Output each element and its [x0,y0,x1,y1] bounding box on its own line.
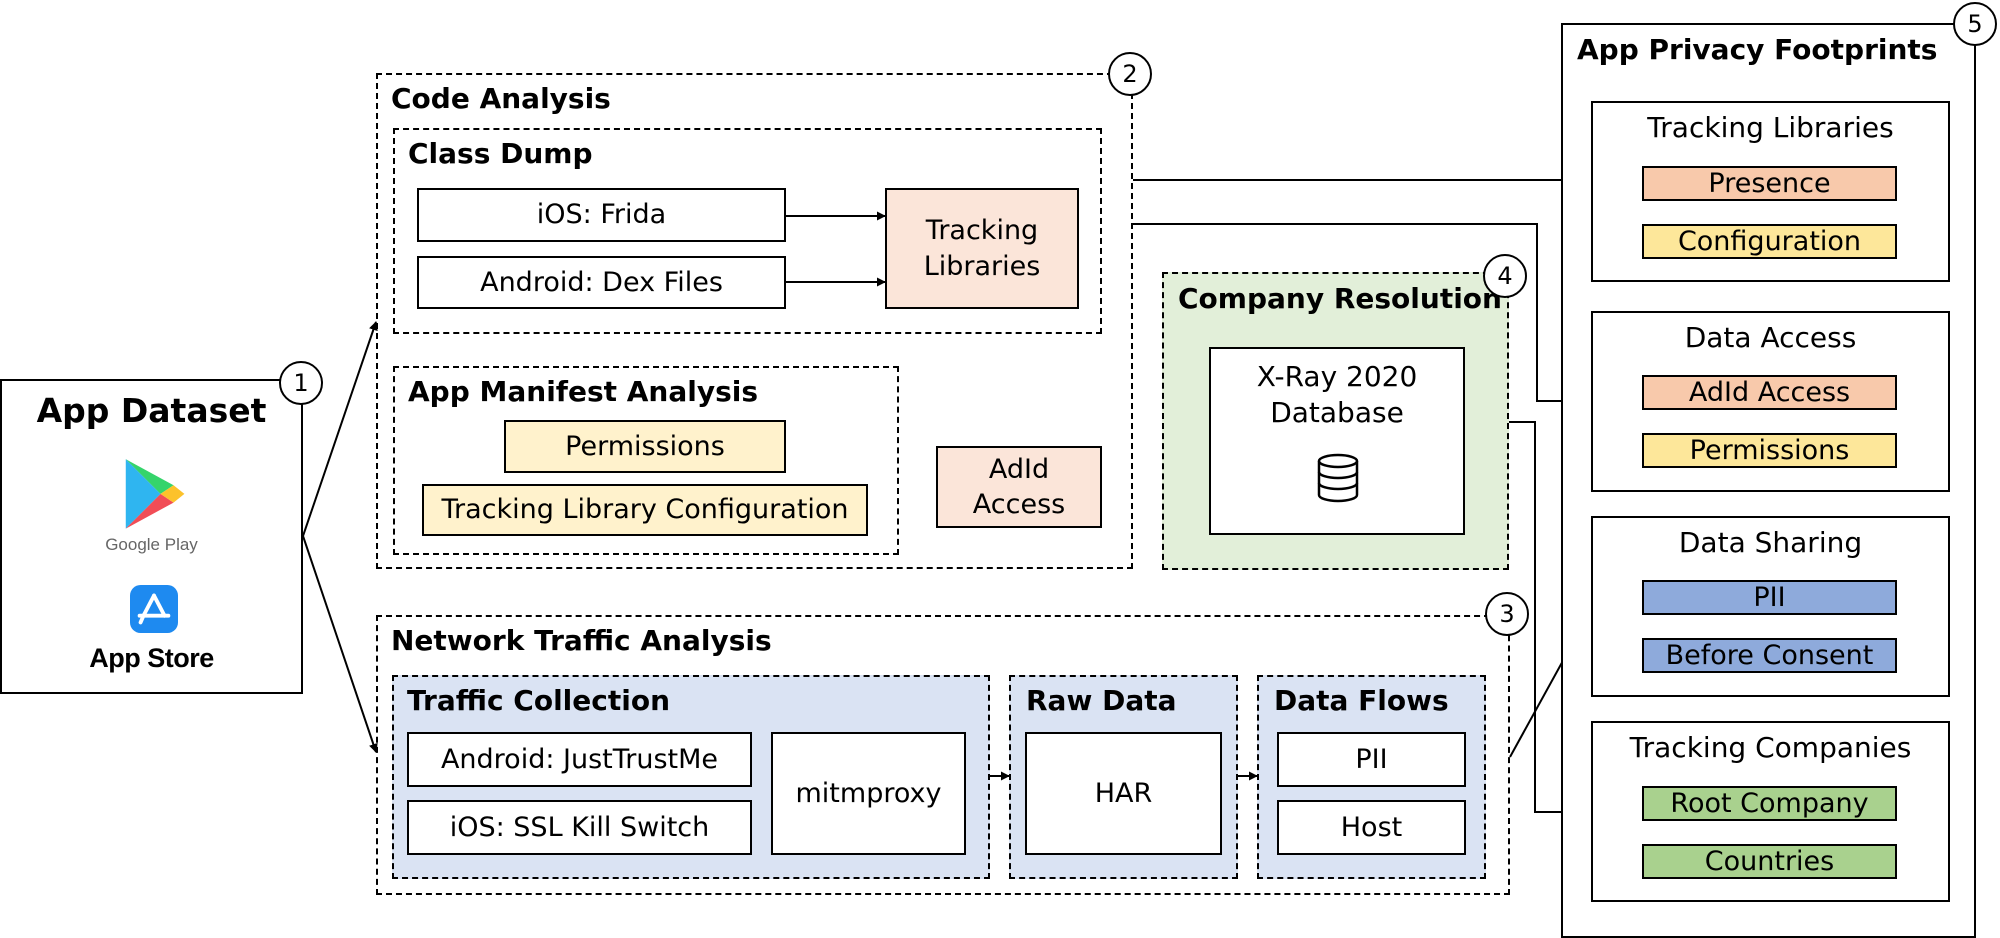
google-play-icon [125,459,185,529]
footprint-item-countries: Countries [1642,844,1897,879]
traffic-collection-title: Traffic Collection [407,684,671,717]
class-dump-box: Class Dump [393,128,1102,334]
adid-access-box: AdId Access [936,446,1102,528]
network-analysis-box: Network Traffic Analysis [376,615,1510,895]
app-store-label: App Store [89,643,214,673]
xray-database-label: X-Ray 2020 Database [1256,360,1418,430]
code-analysis-title: Code Analysis [391,82,611,115]
flows-pii-box: PII [1277,732,1466,787]
app-dataset-box: App Dataset Google Play App Store [0,379,303,694]
footprint-item-configuration: Configuration [1642,224,1897,259]
privacy-footprints-title: App Privacy Footprints [1577,33,1938,66]
data-flows-title: Data Flows [1274,684,1449,717]
har-box: HAR [1025,732,1222,855]
footprint-item-before-consent: Before Consent [1642,638,1897,673]
app-manifest-box: App Manifest Analysis [393,366,899,555]
footprint-group-title: Tracking Companies [1629,731,1912,764]
app-store-icon [130,585,178,633]
footprint-item-root-company: Root Company [1642,786,1897,821]
step-badge-2: 2 [1108,52,1152,96]
footprint-item-presence: Presence [1642,166,1897,201]
app-manifest-title: App Manifest Analysis [408,375,759,408]
google-play-label: Google Play [105,535,198,554]
footprint-group-title: Tracking Libraries [1647,111,1894,144]
raw-data-title: Raw Data [1026,684,1177,717]
footprint-item-pii: PII [1642,580,1897,615]
app-dataset-title: App Dataset [36,391,267,430]
network-analysis-title: Network Traffic Analysis [391,624,772,657]
company-resolution-title: Company Resolution [1178,282,1502,315]
footprint-item-adid-access: AdId Access [1642,375,1897,410]
footprint-group-title: Data Access [1684,321,1857,354]
android-dex-box: Android: Dex Files [417,256,786,309]
mitmproxy-box: mitmproxy [771,732,966,855]
ios-sslkillswitch-box: iOS: SSL Kill Switch [407,800,752,855]
step-badge-5: 5 [1953,2,1997,46]
code-analysis-box: Code Analysis [376,73,1133,569]
class-dump-title: Class Dump [408,137,593,170]
database-icon [1317,453,1359,503]
tracking-libraries-box: Tracking Libraries [885,188,1079,309]
footprint-group-title: Data Sharing [1678,526,1863,559]
arrow-dataset-to-network [302,535,378,753]
step-badge-3: 3 [1485,592,1529,636]
manifest-permissions-box: Permissions [504,420,786,473]
arrow-dataset-to-code-analysis [302,321,378,537]
manifest-config-box: Tracking Library Configuration [422,484,868,536]
ios-frida-box: iOS: Frida [417,188,786,242]
step-badge-4: 4 [1483,254,1527,298]
step-badge-1: 1 [279,361,323,405]
android-justtrustme-box: Android: JustTrustMe [407,732,752,787]
footprint-item-permissions: Permissions [1642,433,1897,468]
xray-database-box: X-Ray 2020 Database [1209,347,1465,535]
flows-host-box: Host [1277,800,1466,855]
